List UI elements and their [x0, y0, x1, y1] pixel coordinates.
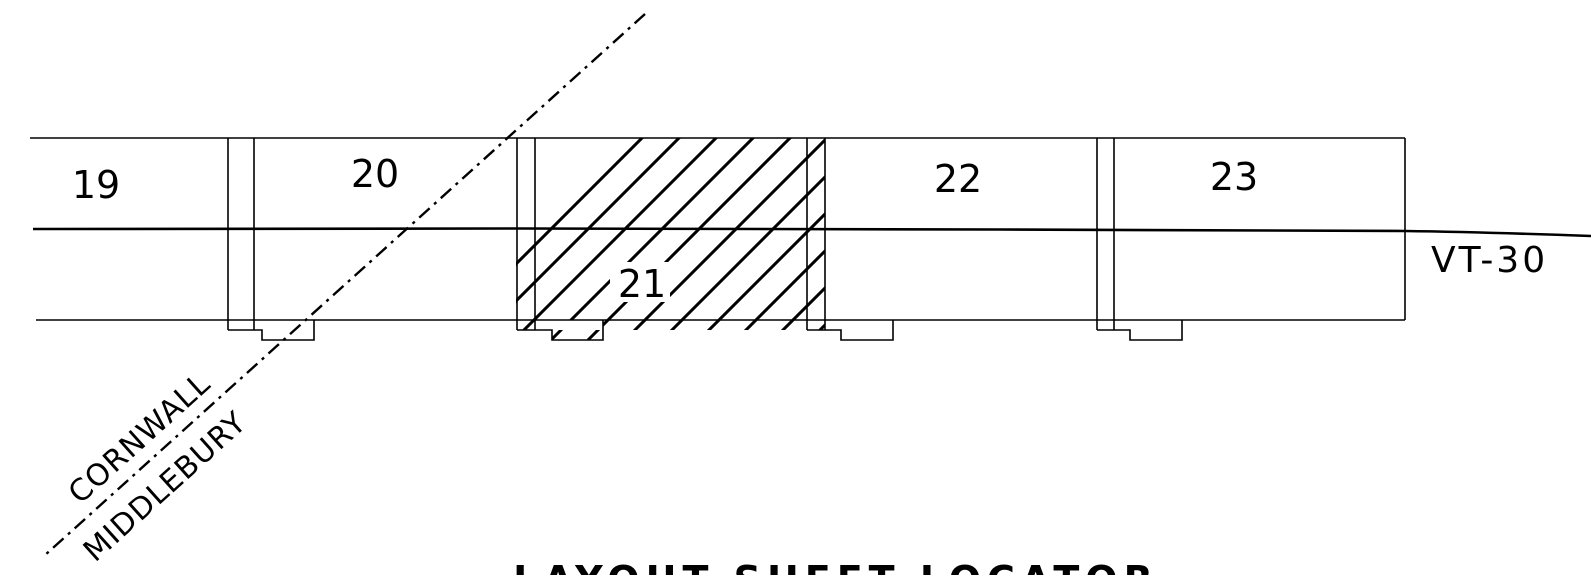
sheet-number-20[interactable]: 20 — [351, 152, 399, 196]
sheet-frames — [30, 137, 1406, 341]
sheet-number-23[interactable]: 23 — [1210, 155, 1258, 199]
match-line-20-21 — [516, 138, 604, 341]
locator-title: LAYOUT SHEET LOCATOR — [513, 558, 1159, 575]
sheet-21-label-backing — [610, 262, 670, 302]
sheet-number-22[interactable]: 22 — [934, 157, 982, 201]
match-line-21-22 — [806, 138, 894, 341]
match-line-19-20 — [227, 138, 315, 341]
route-label: VT-30 — [1431, 240, 1548, 281]
town-line — [43, 13, 646, 557]
match-line-22-23 — [1096, 138, 1183, 341]
sheet-number-19[interactable]: 19 — [72, 163, 120, 207]
route-centerline — [32, 227, 1591, 238]
sheet-number-21[interactable]: 21 — [618, 262, 666, 306]
